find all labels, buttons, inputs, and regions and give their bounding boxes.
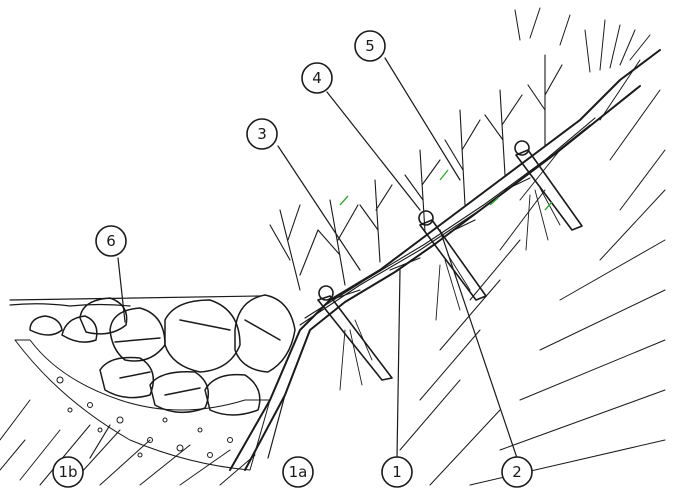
callout-3: 3 xyxy=(247,119,277,149)
callout-4: 4 xyxy=(302,63,332,93)
callout-1b-label: 1b xyxy=(58,463,77,481)
grass-accent xyxy=(340,170,552,210)
callout-1a-label: 1a xyxy=(289,463,308,481)
callout-3-label: 3 xyxy=(257,125,267,143)
callout-1a: 1a xyxy=(283,457,313,487)
callout-5: 5 xyxy=(355,31,385,61)
callout-6: 6 xyxy=(96,226,126,256)
leader-lines xyxy=(90,58,517,458)
callout-2-label: 2 xyxy=(512,463,522,481)
callout-2: 2 xyxy=(502,457,532,487)
callout-6-label: 6 xyxy=(106,232,116,250)
brush-layer xyxy=(300,118,595,325)
stake-lower xyxy=(318,286,392,380)
callout-5-label: 5 xyxy=(365,37,375,55)
rock-riprap xyxy=(30,295,295,415)
upper-vegetation xyxy=(515,8,650,72)
callout-1-label: 1 xyxy=(392,463,402,481)
stake-middle xyxy=(419,211,486,300)
callout-1: 1 xyxy=(382,457,412,487)
callout-4-label: 4 xyxy=(312,69,322,87)
callout-1b: 1b xyxy=(53,457,83,487)
water-surface xyxy=(10,296,260,306)
